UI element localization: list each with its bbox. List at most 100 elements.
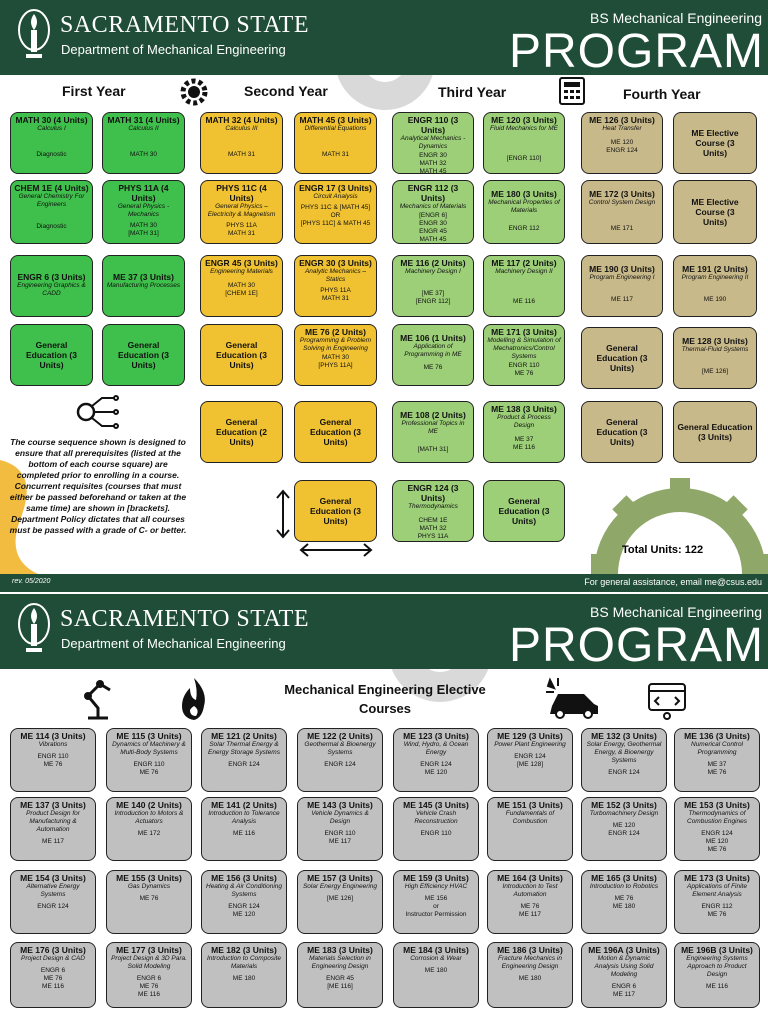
course-general-education[interactable]: General Education (3 Units): [581, 327, 663, 389]
elective-course-me153[interactable]: ME 153 (3 Units)Thermodynamics of Combus…: [674, 797, 760, 861]
elective-course-me145[interactable]: ME 145 (3 Units)Vehicle Crash Reconstruc…: [393, 797, 479, 861]
course-subtitle: Vibrations: [38, 741, 68, 748]
course-title: ME 154 (3 Units): [20, 873, 86, 883]
course-prereq: MATH 30 [MATH 31]: [128, 222, 159, 237]
course-me126[interactable]: ME 126 (3 Units) Heat Transfer ME 120 EN…: [581, 112, 663, 174]
course-title: ME 159 (3 Units): [403, 873, 469, 883]
course-general-education[interactable]: General Education (2 Units): [200, 401, 283, 463]
course-general-education[interactable]: General Education (3 Units): [673, 401, 757, 463]
course-me76[interactable]: ME 76 (2 Units) Programming & Problem So…: [294, 324, 377, 386]
course-title: General Education (3 Units): [596, 417, 648, 447]
course-math30[interactable]: MATH 30 (4 Units) Calculus I Diagnostic: [10, 112, 93, 174]
elective-course-me140[interactable]: ME 140 (2 Units)Introduction to Motors &…: [106, 797, 192, 861]
course-me37[interactable]: ME 37 (3 Units) Manufacturing Processes: [102, 255, 185, 317]
course-phys11c[interactable]: PHYS 11C (4 Units) General Physics – Ele…: [200, 180, 283, 244]
elective-course-me143[interactable]: ME 143 (3 Units)Vehicle Dynamics & Desig…: [297, 797, 383, 861]
course-math32[interactable]: MATH 32 (4 Units) Calculus III MATH 31: [200, 112, 283, 174]
course-general-education[interactable]: General Education (3 Units): [200, 324, 283, 386]
course-general-education[interactable]: General Education (3 Units): [581, 401, 663, 463]
course-me116[interactable]: ME 116 (2 Units) Machinery Design I [ME …: [392, 255, 474, 317]
course-prereq: MATH 31: [228, 151, 255, 158]
course-prereq: MATH 31: [322, 151, 349, 158]
course-engr45[interactable]: ENGR 45 (3 Units) Engineering Materials …: [200, 255, 283, 317]
course-subtitle: Engineering Systems Approach to Product …: [686, 955, 748, 978]
elective-course-me115[interactable]: ME 115 (3 Units)Dynamics of Machinery & …: [106, 728, 192, 792]
course-math31[interactable]: MATH 31 (4 Units) Calculus II MATH 30: [102, 112, 185, 174]
elective-course-me173[interactable]: ME 173 (3 Units)Applications of Finite E…: [674, 870, 760, 934]
elective-course-me151[interactable]: ME 151 (3 Units)Fundamentals of Combusti…: [487, 797, 573, 861]
elective-course-me196b[interactable]: ME 196B (3 Units)Engineering Systems App…: [674, 942, 760, 1008]
elective-course-me136[interactable]: ME 136 (3 Units)Numerical Control Progra…: [674, 728, 760, 792]
elective-course-me186[interactable]: ME 186 (3 Units)Fracture Mechanics in En…: [487, 942, 573, 1008]
course-title: ME 157 (3 Units): [307, 873, 373, 883]
course-prereq: ENGR 45 [ME 116]: [326, 975, 354, 990]
course-engr110[interactable]: ENGR 110 (3 Units) Analytical Mechanics …: [392, 112, 474, 174]
course-me120[interactable]: ME 120 (3 Units) Fluid Mechanics for ME …: [483, 112, 565, 174]
course-subtitle: Applications of Finite Element Analysis: [687, 883, 747, 898]
elective-course-me132[interactable]: ME 132 (3 Units)Solar Energy, Geothermal…: [581, 728, 667, 792]
elective-course-me121[interactable]: ME 121 (2 Units)Solar Thermal Energy & E…: [201, 728, 287, 792]
course-me117[interactable]: ME 117 (2 Units) Machinery Design II ME …: [483, 255, 565, 317]
course-me138[interactable]: ME 138 (3 Units) Product & Process Desig…: [483, 401, 565, 463]
assistance-email[interactable]: For general assistance, email me@csus.ed…: [584, 577, 762, 587]
elective-course-me177[interactable]: ME 177 (3 Units)Project Design & 3D Para…: [106, 942, 192, 1008]
course-engr124[interactable]: ENGR 124 (3 Units) Thermodynamics CHEM 1…: [392, 480, 474, 542]
course-engr17[interactable]: ENGR 17 (3 Units) Circuit Analysis PHYS …: [294, 180, 377, 244]
course-subtitle: Introduction to Motors & Actuators: [114, 810, 184, 825]
course-me171[interactable]: ME 171 (3 Units) Modelling & Simulation …: [483, 324, 565, 386]
elective-course-me196a[interactable]: ME 196A (3 Units)Motion & Dynamic Analys…: [581, 942, 667, 1008]
course-prereq: ME 117: [42, 838, 64, 845]
course-general-education[interactable]: General Education (3 Units): [10, 324, 93, 386]
course-me172[interactable]: ME 172 (3 Units) Control System Design M…: [581, 180, 663, 244]
elective-course-me164[interactable]: ME 164 (3 Units)Introduction to Test Aut…: [487, 870, 573, 934]
course-general-education[interactable]: General Education (3 Units): [102, 324, 185, 386]
course-engr6[interactable]: ENGR 6 (3 Units) Engineering Graphics & …: [10, 255, 93, 317]
course-engr30[interactable]: ENGR 30 (3 Units) Analytic Mechanics – S…: [294, 255, 377, 317]
elective-course-me182[interactable]: ME 182 (3 Units)Introduction to Composit…: [201, 942, 287, 1008]
course-subtitle: Wind, Hydro, & Ocean Energy: [403, 741, 469, 756]
course-general-education[interactable]: General Education (3 Units): [483, 480, 565, 542]
course-me180[interactable]: ME 180 (3 Units) Mechanical Properties o…: [483, 180, 565, 244]
elective-course-me122[interactable]: ME 122 (2 Units)Geothermal & Bioenergy S…: [297, 728, 383, 792]
elective-course-me157[interactable]: ME 157 (3 Units)Solar Energy Engineering…: [297, 870, 383, 934]
elective-course-me165[interactable]: ME 165 (3 Units)Introduction to Robotics…: [581, 870, 667, 934]
elective-course-me154[interactable]: ME 154 (3 Units)Alternative Energy Syste…: [10, 870, 96, 934]
elective-course-me123[interactable]: ME 123 (3 Units)Wind, Hydro, & Ocean Ene…: [393, 728, 479, 792]
course-title: ME 152 (3 Units): [591, 800, 657, 810]
course-title: ME 141 (2 Units): [211, 800, 277, 810]
elective-course-me183[interactable]: ME 183 (3 Units)Materials Selection in E…: [297, 942, 383, 1008]
course-subtitle: Introduction to Test Automation: [502, 883, 558, 898]
course-title: General Education (3 Units): [25, 340, 77, 370]
course-general-education[interactable]: General Education (3 Units): [294, 480, 377, 542]
course-engr112[interactable]: ENGR 112 (3 Units) Mechanics of Material…: [392, 180, 474, 244]
course-general-education[interactable]: General Education (3 Units): [294, 401, 377, 463]
course-me191[interactable]: ME 191 (2 Units) Program Engineering II …: [673, 255, 757, 317]
course-phys11a[interactable]: PHYS 11A (4 Units) General Physics - Mec…: [102, 180, 185, 244]
elective-course-me156[interactable]: ME 156 (3 Units)Heating & Air Conditioni…: [201, 870, 287, 934]
course-math45[interactable]: MATH 45 (3 Units) Differential Equations…: [294, 112, 377, 174]
course-subtitle: Introduction to Tolerance Analysis: [208, 810, 280, 825]
course-me-elective[interactable]: ME Elective Course (3 Units): [673, 112, 757, 174]
course-prereq: ME 116: [706, 983, 728, 990]
course-me106[interactable]: ME 106 (1 Units) Application of Programm…: [392, 324, 474, 386]
course-chem1e[interactable]: CHEM 1E (4 Units) General Chemistry For …: [10, 180, 93, 244]
course-subtitle: Heating & Air Conditioning Systems: [206, 883, 282, 898]
elective-course-me141[interactable]: ME 141 (2 Units)Introduction to Toleranc…: [201, 797, 287, 861]
elective-course-me137[interactable]: ME 137 (3 Units)Product Design for Manuf…: [10, 797, 96, 861]
course-title: General Education (3 Units): [677, 422, 753, 442]
course-prereq: ME 76: [139, 895, 159, 902]
course-me108[interactable]: ME 108 (2 Units) Professional Topics in …: [392, 401, 474, 463]
course-me-elective[interactable]: ME Elective Course (3 Units): [673, 180, 757, 244]
course-me190[interactable]: ME 190 (3 Units) Program Engineering I M…: [581, 255, 663, 317]
course-subtitle: Calculus I: [37, 125, 66, 132]
course-prereq: [ENGR 110]: [506, 155, 542, 162]
course-prereq: [MATH 31]: [417, 446, 449, 453]
course-me128[interactable]: ME 128 (3 Units) Thermal-Fluid Systems […: [673, 327, 757, 389]
